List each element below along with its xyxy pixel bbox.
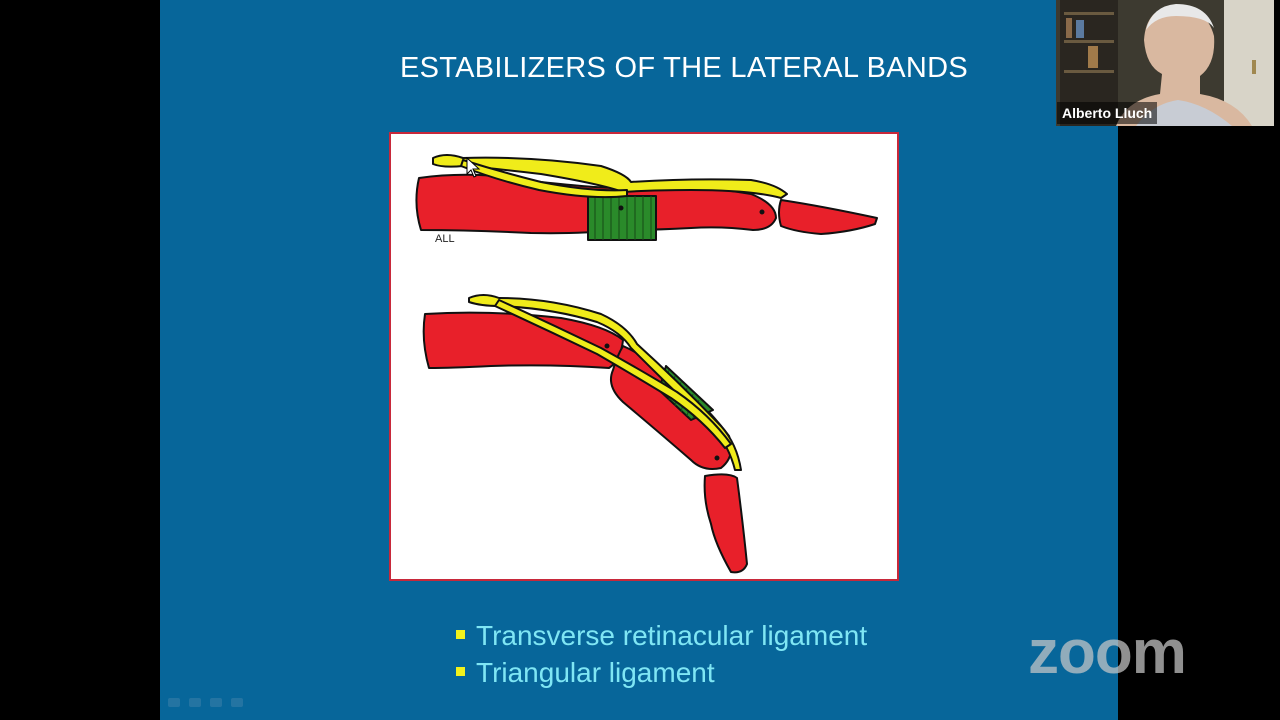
bullet-text: Transverse retinacular ligament [476,620,868,651]
previous-slide-icon[interactable] [168,698,180,707]
transverse-retinacular-ligament [587,195,657,241]
square-bullet-icon [456,667,465,676]
figure-caption: ALL [435,233,455,245]
bullet-text: Triangular ligament [476,657,715,688]
lateral-band-bottom [468,294,742,471]
proximal-phalanx-bottom [422,311,624,369]
slide-title: ESTABILIZERS OF THE LATERAL BANDS [399,52,969,84]
bullet-item: Triangular ligament [456,654,867,691]
participant-video-tile[interactable]: Alberto Lluch [1056,0,1274,126]
finger-diagram: ALL [415,154,878,574]
slides-menu-icon[interactable] [210,698,222,707]
square-bullet-icon [456,630,465,639]
participant-name: Alberto Lluch [1057,102,1158,124]
cursor-icon [466,156,481,178]
slide-nav-toolbar [168,698,243,710]
bullet-item: Transverse retinacular ligament [456,617,867,654]
pen-icon[interactable] [189,698,201,707]
bullet-list: Transverse retinacular ligament Triangul… [456,617,867,691]
presentation-slide: ESTABILIZERS OF THE LATERAL BANDS [160,0,1118,720]
oblique-band-top [460,159,628,199]
participant-silhouette [1116,6,1252,126]
zoom-logo: zoom [1028,618,1187,687]
next-slide-icon[interactable] [231,698,243,707]
distal-phalanx-bottom [703,473,748,574]
extended-finger [415,154,878,241]
oblique-band-bottom [494,299,732,449]
flexed-finger [422,294,748,574]
anatomy-figure: ALL [389,132,899,581]
lateral-band-top [432,154,788,199]
distal-phalanx-top [778,199,878,235]
